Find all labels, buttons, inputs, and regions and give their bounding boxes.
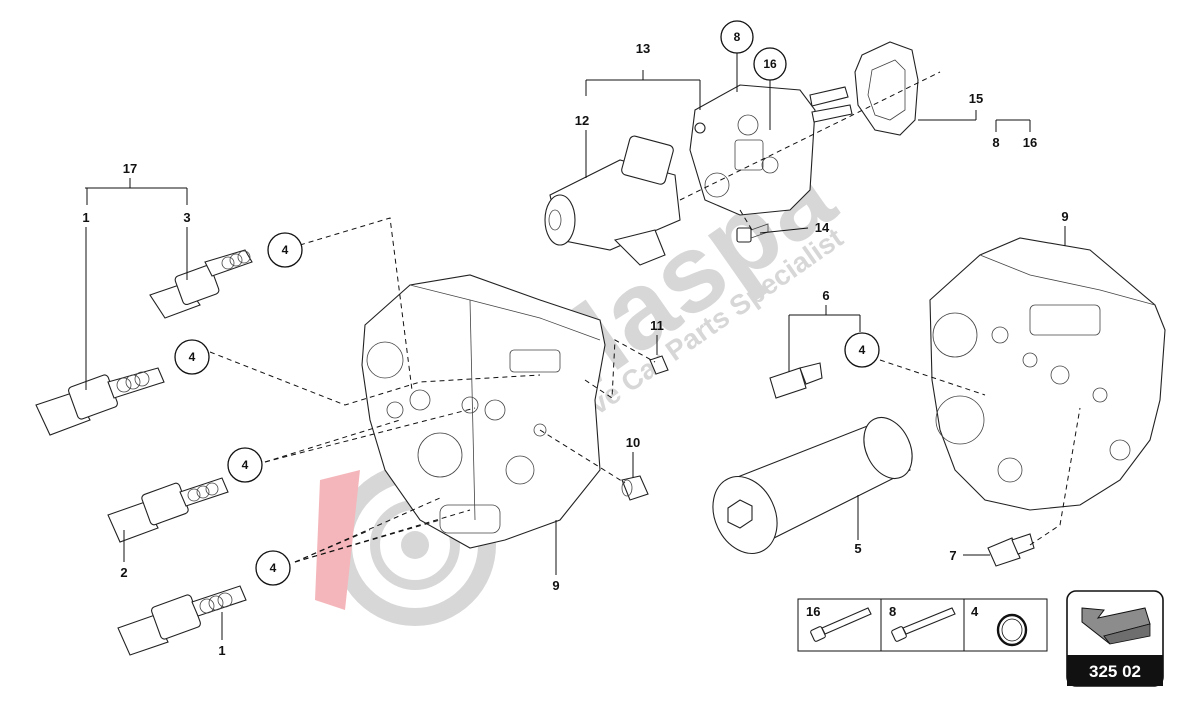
callout-12: 12 xyxy=(575,113,589,128)
ring-8: 8 xyxy=(720,20,754,54)
ring-4a-label: 4 xyxy=(282,243,289,257)
callout-1-top: 1 xyxy=(82,210,89,225)
callout-11: 11 xyxy=(650,318,664,333)
circled-labels: 8 16 4 4 4 4 4 xyxy=(174,20,880,586)
callout-16: 16 xyxy=(1023,135,1037,150)
long-bolt-icon xyxy=(810,607,872,642)
callout-6: 6 xyxy=(822,288,829,303)
screw-14 xyxy=(736,223,769,243)
ring-4d-label: 4 xyxy=(270,561,277,575)
ring-4b-label: 4 xyxy=(189,350,196,364)
o-ring-icon xyxy=(996,613,1028,647)
callout-15: 15 xyxy=(969,91,983,106)
ring-4a: 4 xyxy=(267,232,303,268)
plug-11 xyxy=(649,355,669,375)
dashed-leaders xyxy=(209,71,1081,563)
ring-8-label: 8 xyxy=(734,30,741,44)
callout-17: 17 xyxy=(123,161,137,176)
ring-4e: 4 xyxy=(844,332,880,368)
legend-label: 4 xyxy=(971,604,979,619)
callout-9-left: 9 xyxy=(552,578,559,593)
left-housing xyxy=(361,274,606,549)
ring-4c: 4 xyxy=(227,447,263,483)
callout-5: 5 xyxy=(854,541,861,556)
callout-8: 8 xyxy=(992,135,999,150)
ring-4c-label: 4 xyxy=(242,458,249,472)
ring-4d: 4 xyxy=(255,550,291,586)
pressure-sender-6 xyxy=(769,362,823,399)
solenoid-valve-1-top xyxy=(35,367,165,436)
ring-4b: 4 xyxy=(174,339,210,375)
callout-7: 7 xyxy=(949,548,956,563)
gasket-15 xyxy=(854,41,919,136)
valve-body-13 xyxy=(689,84,853,216)
callout-1-bottom: 1 xyxy=(218,643,225,658)
callout-leaders xyxy=(85,48,1066,640)
solenoid-valve-3 xyxy=(149,249,253,319)
callout-9-right: 9 xyxy=(1061,209,1068,224)
ring-16: 16 xyxy=(753,47,787,81)
hardware-legend: 16 8 4 xyxy=(797,598,1048,652)
oil-filter-5 xyxy=(712,416,913,554)
legend-item-8: 8 xyxy=(889,604,956,642)
legend-item-4: 4 xyxy=(971,604,1028,647)
right-housing xyxy=(929,237,1166,511)
temp-sensor-7 xyxy=(987,533,1035,567)
legend-item-16: 16 xyxy=(806,604,872,642)
callout-13: 13 xyxy=(636,41,650,56)
pump-motor-12 xyxy=(544,135,681,266)
legend-label: 8 xyxy=(889,604,896,619)
solenoid-valve-1-bottom xyxy=(117,585,247,656)
ring-4e-label: 4 xyxy=(859,343,866,357)
callout-14: 14 xyxy=(815,220,830,235)
callout-2: 2 xyxy=(120,565,127,580)
page-reference-number: 325 02 xyxy=(1089,662,1141,681)
arrow-icon xyxy=(1081,607,1151,645)
callout-numbers: 17 1 3 2 1 9 11 10 13 12 14 15 8 16 9 6 … xyxy=(82,41,1068,658)
plug-10 xyxy=(621,475,649,501)
bolt-icon xyxy=(891,607,956,642)
legend-label: 16 xyxy=(806,604,820,619)
ring-16-label: 16 xyxy=(763,57,777,71)
page-reference-box: 325 02 xyxy=(1066,590,1164,687)
callout-10: 10 xyxy=(626,435,640,450)
callout-3: 3 xyxy=(183,210,190,225)
solenoid-valve-2 xyxy=(107,477,229,543)
